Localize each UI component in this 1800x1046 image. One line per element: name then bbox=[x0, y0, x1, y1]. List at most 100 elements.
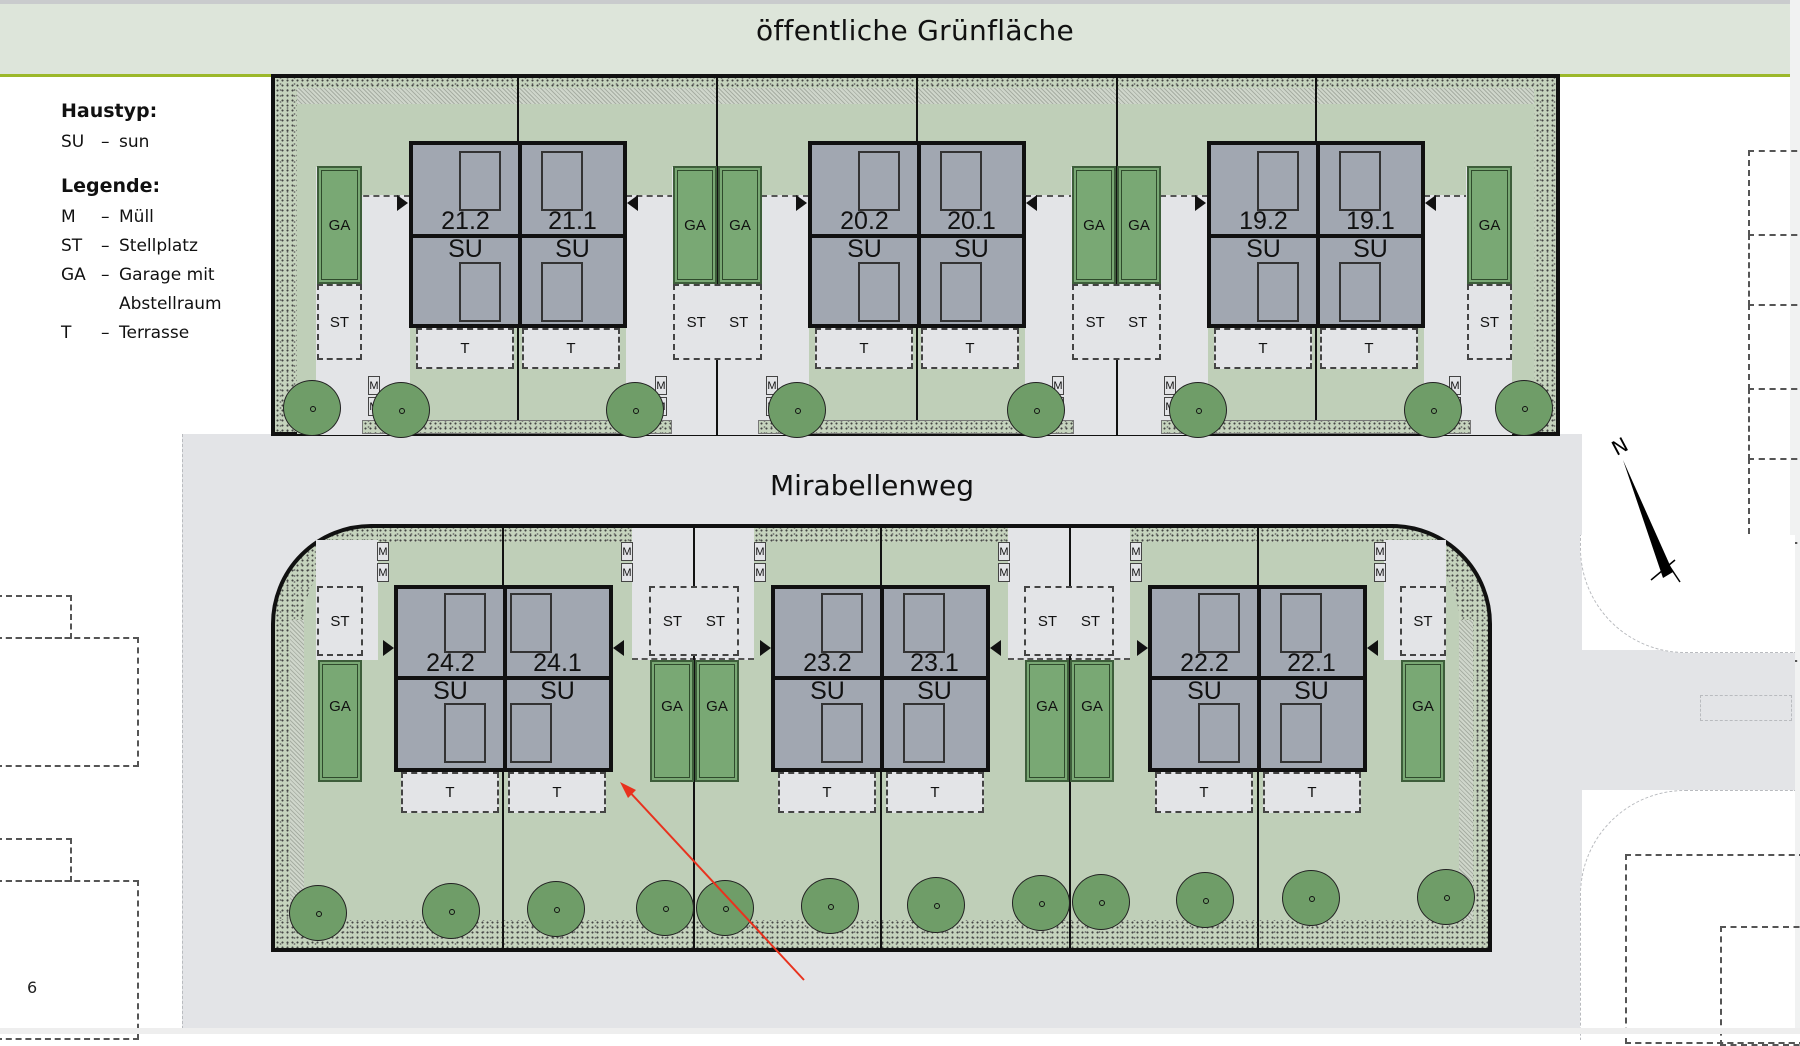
lot-boundary bbox=[716, 74, 718, 436]
entrance-marker-icon bbox=[1367, 640, 1378, 656]
hedge-strip bbox=[297, 88, 1534, 104]
neighbor-outline bbox=[1748, 388, 1800, 460]
house-type: SU bbox=[917, 677, 952, 705]
terrace: T bbox=[1320, 328, 1418, 369]
house-pair-21: 21.2 21.1 SU SU bbox=[409, 141, 627, 328]
house-type: SU bbox=[847, 235, 882, 263]
tree-icon bbox=[768, 382, 826, 438]
terrace: T bbox=[508, 772, 606, 813]
unit-number: 22.1 bbox=[1287, 649, 1336, 677]
annotation-arrow-icon bbox=[620, 782, 805, 981]
neighbor-outline bbox=[1748, 234, 1800, 306]
terrace: T bbox=[401, 772, 499, 813]
legend-title: Legende: bbox=[61, 175, 161, 197]
road-corner-curve bbox=[1580, 535, 1795, 653]
parking-space: ST bbox=[317, 284, 362, 360]
tree-icon bbox=[527, 881, 585, 937]
street-name: Mirabellenweg bbox=[770, 469, 975, 502]
garage: GA bbox=[1467, 166, 1512, 284]
parking-space: ST bbox=[317, 586, 363, 656]
house-type: SU bbox=[540, 677, 575, 705]
garage: GA bbox=[1401, 660, 1445, 782]
unit-number: 24.2 bbox=[426, 649, 475, 677]
unit-number: 24.1 bbox=[533, 649, 582, 677]
tree-icon bbox=[1282, 870, 1340, 926]
waste-bin: M bbox=[377, 542, 389, 561]
house-type: SU bbox=[448, 235, 483, 263]
entrance-marker-icon bbox=[1137, 640, 1148, 656]
house-pair-23: 23.2 23.1 SU SU bbox=[771, 585, 990, 772]
tree-icon bbox=[1169, 382, 1227, 438]
unit-number: 20.2 bbox=[840, 207, 889, 235]
terrace: T bbox=[778, 772, 876, 813]
tree-icon bbox=[636, 880, 694, 936]
legend: Haustyp: SU – sun Legende: M–Müll ST–Ste… bbox=[61, 100, 261, 348]
gravel-strip bbox=[362, 420, 672, 434]
north-label: N bbox=[1608, 432, 1632, 460]
legend-item: M–Müll bbox=[61, 207, 154, 227]
top-border bbox=[0, 0, 1800, 4]
tree-icon bbox=[289, 885, 347, 941]
tree-icon bbox=[1495, 380, 1553, 436]
parking-bay bbox=[1700, 695, 1792, 721]
tree-icon bbox=[696, 880, 754, 936]
waste-bin: M bbox=[1130, 542, 1142, 561]
tree-icon bbox=[1417, 869, 1475, 925]
parking-space: ST bbox=[1467, 284, 1512, 360]
tree-icon bbox=[907, 877, 965, 933]
north-arrow-icon: N bbox=[1608, 432, 1681, 583]
unit-number: 23.1 bbox=[910, 649, 959, 677]
house-type: SU bbox=[1294, 677, 1329, 705]
waste-bin: M bbox=[1374, 563, 1386, 582]
waste-bin: M bbox=[621, 563, 633, 582]
garage: GA bbox=[650, 660, 694, 782]
tree-icon bbox=[1012, 875, 1070, 931]
waste-bin: M bbox=[655, 376, 667, 395]
house-type: SU bbox=[954, 235, 989, 263]
neighbor-outline bbox=[1748, 458, 1800, 544]
waste-bin: M bbox=[1164, 376, 1176, 395]
neighbor-outline bbox=[0, 595, 72, 639]
lot-boundary bbox=[693, 528, 695, 948]
tree-icon bbox=[606, 382, 664, 438]
unit-number: 20.1 bbox=[947, 207, 996, 235]
tree-icon bbox=[1072, 874, 1130, 930]
house-pair-22: 22.2 22.1 SU SU bbox=[1148, 585, 1367, 772]
gravel-strip bbox=[758, 420, 1074, 434]
terrace: T bbox=[921, 328, 1019, 369]
house-pair-20: 20.2 20.1 SU SU bbox=[808, 141, 1026, 328]
waste-bin: M bbox=[368, 376, 380, 395]
terrace: T bbox=[815, 328, 913, 369]
waste-bin: M bbox=[998, 542, 1010, 561]
house-type: SU bbox=[555, 235, 590, 263]
unit-number: 19.1 bbox=[1346, 207, 1395, 235]
garage: GA bbox=[718, 166, 762, 284]
gravel-strip bbox=[378, 528, 632, 542]
garage: GA bbox=[317, 166, 362, 284]
unit-number: 22.2 bbox=[1180, 649, 1229, 677]
legend-item: GA–Garage mit bbox=[61, 265, 215, 285]
entrance-marker-icon bbox=[796, 195, 807, 211]
garage: GA bbox=[695, 660, 739, 782]
unit-number: 21.1 bbox=[548, 207, 597, 235]
neighbor-outline bbox=[0, 880, 139, 1040]
garage: GA bbox=[673, 166, 717, 284]
legend-item: T–Terrasse bbox=[61, 323, 190, 343]
unit-number: 19.2 bbox=[1239, 207, 1288, 235]
legend-item: ST–Stellplatz bbox=[61, 236, 198, 256]
waste-bin: M bbox=[754, 563, 766, 582]
parking-space: ST bbox=[1400, 586, 1446, 656]
garage: GA bbox=[318, 660, 362, 782]
public-green-area-band bbox=[0, 4, 1790, 75]
tree-icon bbox=[283, 380, 341, 436]
garage: GA bbox=[1070, 660, 1114, 782]
garage: GA bbox=[1072, 166, 1116, 284]
tree-icon bbox=[1007, 382, 1065, 438]
terrace: T bbox=[886, 772, 984, 813]
entrance-marker-icon bbox=[383, 640, 394, 656]
entrance-marker-icon bbox=[990, 640, 1001, 656]
unit-number: 21.2 bbox=[441, 207, 490, 235]
waste-bin: M bbox=[1130, 563, 1142, 582]
legend-haustyp-title: Haustyp: bbox=[61, 100, 158, 122]
